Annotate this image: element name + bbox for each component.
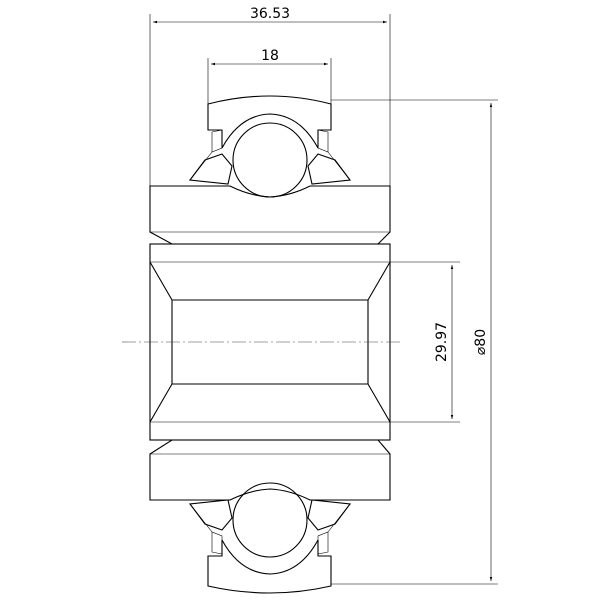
ball-top	[232, 122, 308, 198]
bore-diameter-label: 29.97	[434, 322, 450, 362]
dim-bore-diameter: 29.97	[390, 261, 460, 423]
overall-width-label: 36.53	[250, 6, 290, 22]
inner-ring-top	[149, 185, 391, 245]
seal-top-right	[307, 129, 352, 185]
outer-ring-top	[207, 95, 332, 149]
outer-ring-width-label: 18	[261, 48, 279, 64]
seal-bottom-left	[188, 499, 233, 555]
outer-diameter-label: ⌀80	[473, 329, 489, 355]
seal-top-left	[188, 129, 233, 185]
dim-overall-width: 36.53	[149, 6, 391, 186]
outer-ring-bottom	[207, 539, 332, 594]
inner-ring-bottom	[149, 439, 391, 501]
dim-outer-ring-width: 18	[207, 48, 332, 104]
seal-bottom-right	[307, 499, 352, 555]
ball-bottom	[232, 482, 308, 558]
dim-outer-diameter: ⌀80	[331, 99, 498, 585]
